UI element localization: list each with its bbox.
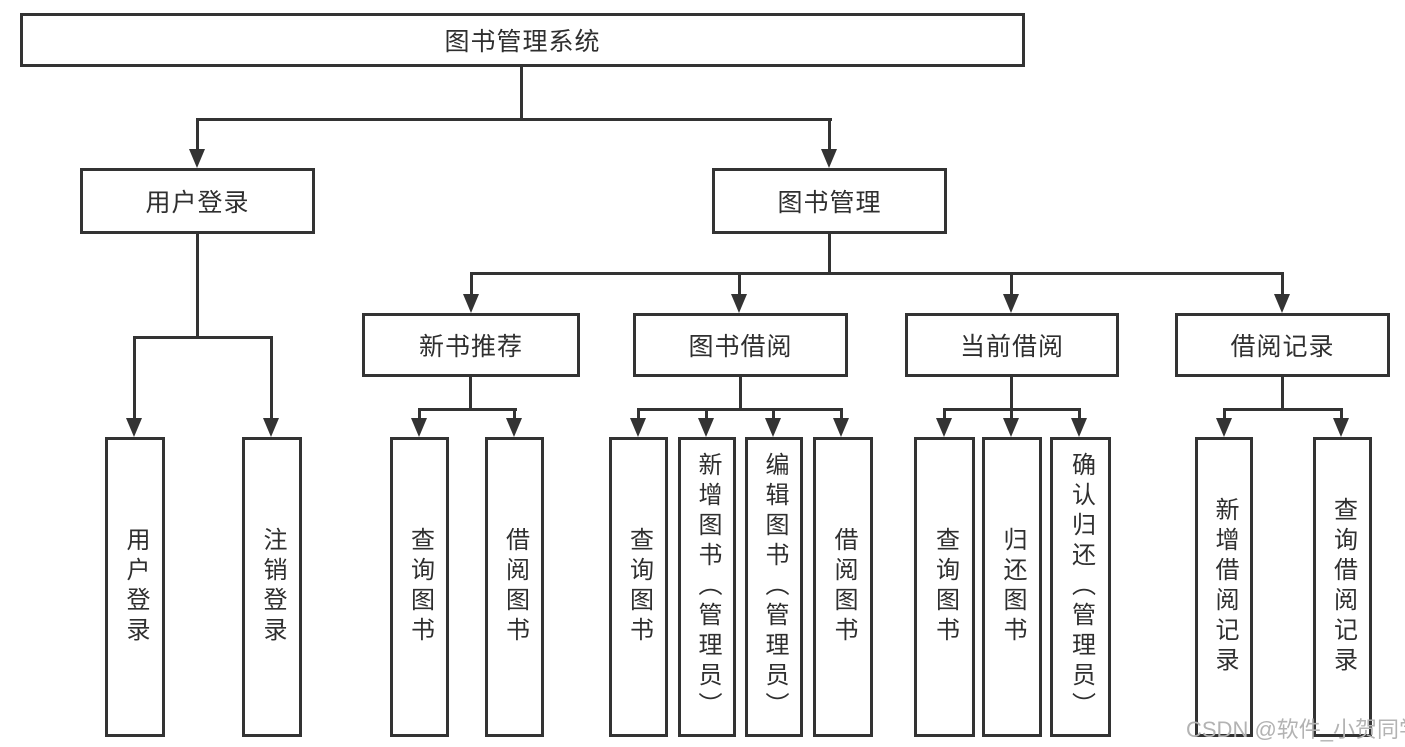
arrow-down-borrow-records [1274,294,1290,313]
node-borrow-records-label: 借阅记录 [1230,333,1335,361]
connector-nb-leaf2 [513,408,516,418]
arrow-down-cb-leaf1 [936,418,952,437]
leaf-bb-borrow-books: 借阅图书 [813,437,873,737]
connector-cb-leaf3 [1078,408,1081,418]
leaf-cb-return-book: 归还图书 [982,437,1042,737]
arrow-down-new-book [463,294,479,313]
arrow-down-current-borrow [1003,294,1019,313]
arrow-down-bb-leaf4 [833,418,849,437]
arrow-down-user-login [189,149,205,168]
connector-to-new-book [470,272,473,294]
node-user-login-group: 用户登录 [80,168,315,234]
leaf-cb-confirm-return-admin: 确认归还（管理员） [1050,437,1111,737]
arrow-down-cb-leaf2 [1003,418,1019,437]
node-book-management: 图书管理 [712,168,947,234]
arrow-down-book-borrow [731,294,747,313]
leaf-nb-query-books: 查询图书 [390,437,449,737]
connector-to-book-mgmt [828,118,831,149]
leaf-bb-edit-book-admin: 编辑图书（管理员） [745,437,803,737]
arrow-down-bb-leaf3 [765,418,781,437]
arrow-down-nb-leaf1 [411,418,427,437]
node-root-label: 图书管理系统 [444,28,601,56]
node-user-login-group-label: 用户登录 [145,189,250,217]
connector-new-book-split [418,408,517,411]
leaf-user-login: 用户登录 [105,437,165,737]
connector-level1-split [196,118,832,121]
leaf-cb-query-books: 查询图书 [914,437,975,737]
arrow-down-book-mgmt [821,149,837,168]
node-root: 图书管理系统 [20,13,1025,67]
connector-book-borrow-split [637,408,843,411]
node-book-management-label: 图书管理 [777,189,882,217]
connector-borrow-records-split [1224,408,1343,411]
connector-to-leaf-login [133,336,136,418]
node-borrow-records: 借阅记录 [1175,313,1390,377]
connector-br-leaf2 [1340,408,1343,418]
connector-nb-leaf1 [418,408,421,418]
arrow-down-br-leaf2 [1333,418,1349,437]
leaf-br-add-record: 新增借阅记录 [1195,437,1253,737]
arrow-down-br-leaf1 [1216,418,1232,437]
connector-user-login-split [134,336,273,339]
leaf-bb-query-books: 查询图书 [609,437,668,737]
connector-cb-leaf2 [1010,408,1013,418]
node-book-borrow: 图书借阅 [633,313,848,377]
connector-cb-leaf1 [943,408,946,418]
leaf-br-query-record: 查询借阅记录 [1313,437,1372,737]
connector-to-leaf-logout [270,336,273,418]
connector-book-borrow-stem [739,377,742,408]
node-new-book-recommend: 新书推荐 [362,313,580,377]
arrow-down-bb-leaf2 [698,418,714,437]
connector-user-login-stem [196,234,199,336]
csdn-watermark: CSDN @软件_小贺同学 [1186,717,1405,742]
node-current-borrow-label: 当前借阅 [959,333,1064,361]
arrow-down-leaf-logout [263,418,279,437]
connector-root-stem [520,67,523,118]
arrow-down-nb-leaf2 [506,418,522,437]
connector-to-current-borrow [1010,272,1013,294]
arrow-down-cb-leaf3 [1071,418,1087,437]
connector-to-book-borrow [738,272,741,294]
node-book-borrow-label: 图书借阅 [688,333,793,361]
connector-current-borrow-stem [1010,377,1013,408]
arrow-down-leaf-login [126,418,142,437]
connector-borrow-records-stem [1281,377,1284,408]
leaf-nb-borrow-books: 借阅图书 [485,437,544,737]
node-current-borrow: 当前借阅 [905,313,1119,377]
connector-bb-leaf3 [772,408,775,418]
node-new-book-recommend-label: 新书推荐 [418,333,523,361]
leaf-bb-add-book-admin: 新增图书（管理员） [678,437,736,737]
connector-bb-leaf4 [840,408,843,418]
connector-book-mgmt-stem [828,234,831,272]
connector-to-user-login [196,118,199,149]
connector-bb-leaf1 [637,408,640,418]
connector-bb-leaf2 [705,408,708,418]
connector-br-leaf1 [1223,408,1226,418]
leaf-logout: 注销登录 [242,437,302,737]
connector-to-borrow-records [1281,272,1284,294]
connector-new-book-stem [469,377,472,408]
arrow-down-bb-leaf1 [630,418,646,437]
connector-level3-split [471,272,1283,275]
